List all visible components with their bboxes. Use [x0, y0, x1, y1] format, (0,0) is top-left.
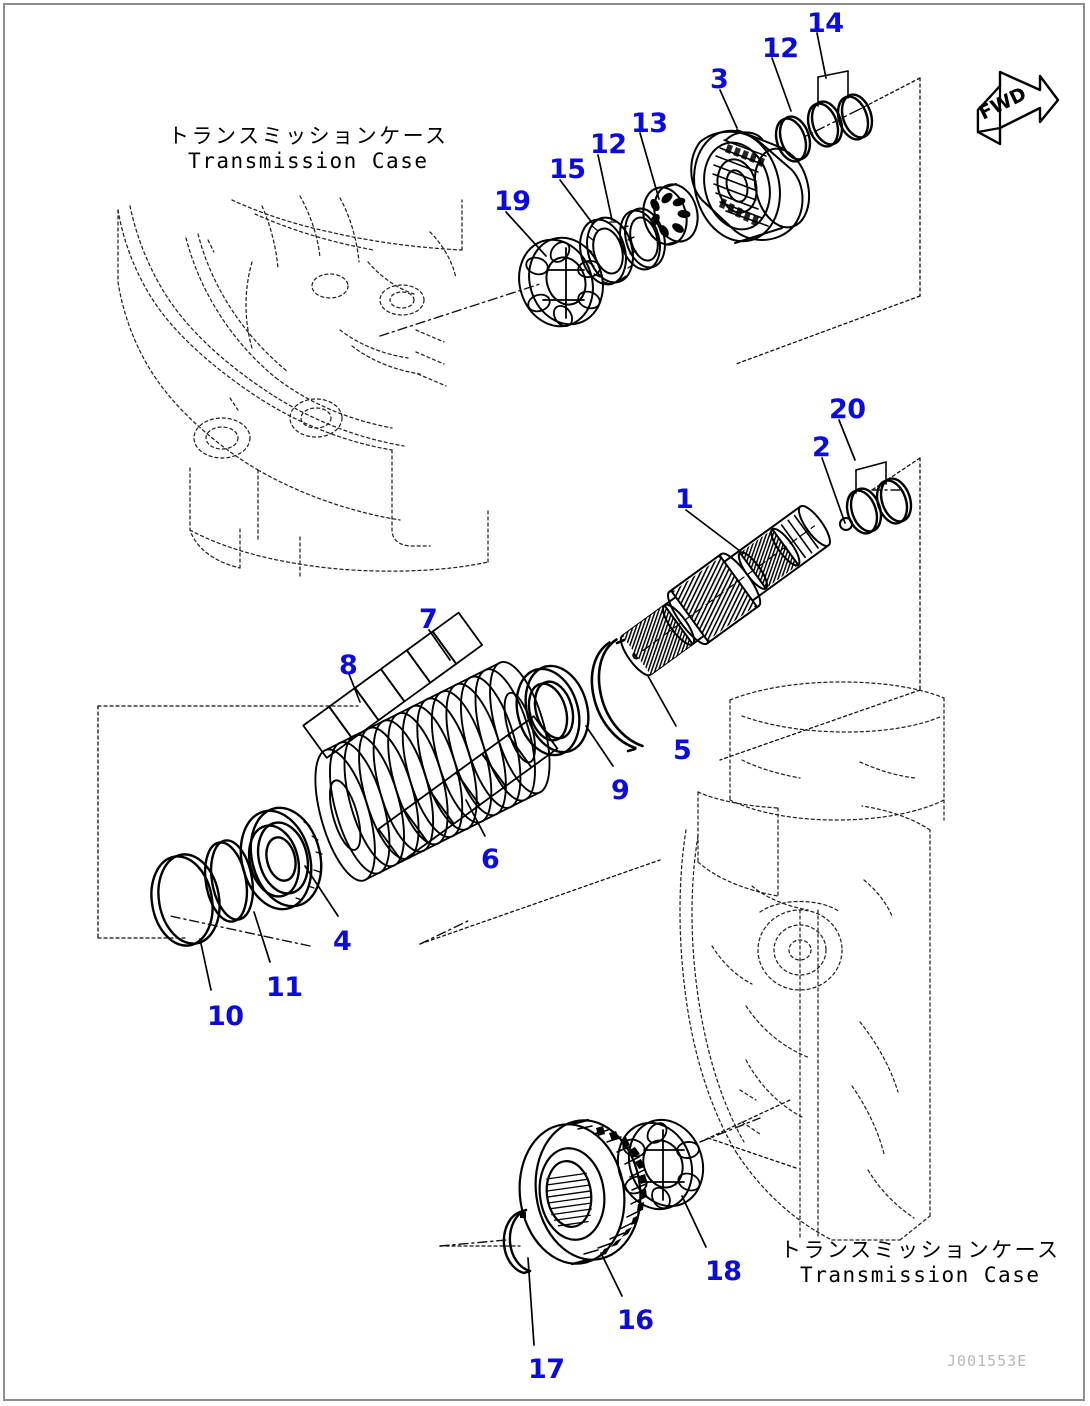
part-16-driven-gear	[518, 1118, 647, 1266]
callout-number-18: 18	[705, 1256, 742, 1287]
callout-number-13: 13	[631, 108, 668, 139]
callout-number-17: 17	[528, 1354, 565, 1385]
part-12-shim-ring-right	[774, 115, 812, 163]
part-11-seal-ring-small	[203, 839, 255, 923]
part-5-snap-ring	[590, 638, 644, 753]
case-label-japanese: トランスミッションケース	[780, 1238, 1061, 1262]
callout-number-5: 5	[673, 735, 692, 766]
part-clutch-pack	[302, 611, 559, 882]
callout-number-19: 19	[494, 186, 531, 217]
case-label-japanese: トランスミッションケース	[168, 124, 449, 148]
callout-number-11: 11	[266, 972, 303, 1003]
part-10-seal-ring-large	[150, 853, 221, 947]
part-12-shim-ring-left	[619, 207, 666, 271]
part-17-snap-ring-small	[502, 1208, 532, 1275]
callout-number-15: 15	[549, 154, 586, 185]
callout-number-16: 16	[617, 1305, 654, 1336]
part-13-needle-bearing	[642, 183, 699, 246]
transmission-case-lower	[679, 681, 945, 1241]
part-18-roller-bearing	[616, 1118, 705, 1211]
callout-number-7: 7	[419, 604, 438, 635]
callout-number-3: 3	[710, 64, 729, 95]
callout-number-2: 2	[812, 432, 831, 463]
callout-number-12: 12	[762, 33, 799, 64]
part-20-sleeve-collar	[845, 461, 913, 535]
part-9-thrust-washer	[515, 664, 590, 757]
callout-number-10: 10	[207, 1001, 244, 1032]
reference-construction-lines	[97, 77, 921, 1247]
callout-number-14: 14	[807, 8, 844, 39]
callout-number-6: 6	[481, 844, 500, 875]
callout-number-20: 20	[829, 394, 866, 425]
part-3-clutch-drum	[690, 129, 811, 244]
drawing-code: J001553E	[947, 1352, 1028, 1370]
fwd-arrow-icon: FWD	[976, 70, 1060, 146]
callout-number-9: 9	[611, 775, 630, 806]
part-1-output-shaft	[619, 504, 831, 677]
assembly-direction-lines	[169, 109, 901, 1247]
callout-number-12: 12	[590, 129, 627, 160]
case-label-english: Transmission Case	[188, 149, 429, 173]
transmission-case-upper	[117, 195, 489, 577]
part-19-roller-bearing	[518, 236, 604, 328]
callout-leader-lines	[199, 32, 856, 1346]
part-8-plate-stack	[314, 660, 551, 882]
callout-number-1: 1	[675, 484, 694, 515]
callout-number-8: 8	[339, 650, 358, 681]
part-14-spacer-collar	[806, 70, 874, 148]
case-label-english: Transmission Case	[800, 1263, 1041, 1287]
callout-number-4: 4	[333, 926, 352, 957]
